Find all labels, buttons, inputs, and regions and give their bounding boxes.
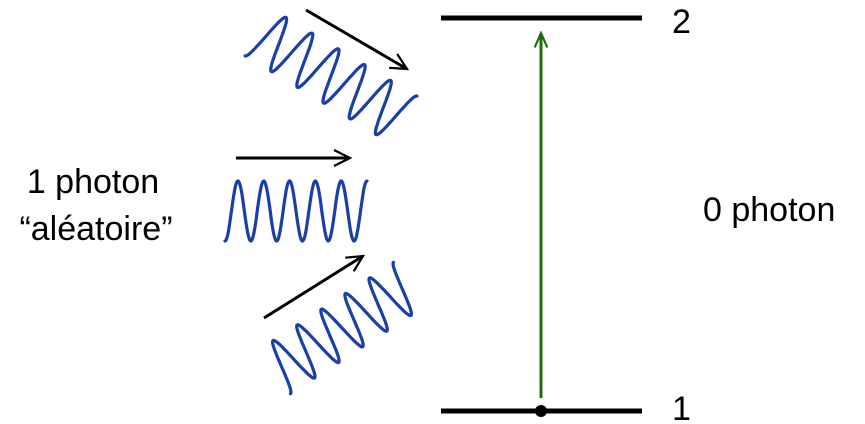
right-caption: 0 photon bbox=[703, 191, 835, 229]
upper-level-label: 2 bbox=[672, 3, 691, 41]
left-caption-line2: “aléatoire” bbox=[19, 210, 172, 248]
arrow-bottom-icon bbox=[263, 256, 363, 320]
wave-packet-middle-icon bbox=[223, 179, 369, 243]
arrow-top-icon bbox=[305, 8, 407, 71]
ground-state-dot bbox=[535, 405, 547, 417]
left-caption-line1: 1 photon bbox=[27, 163, 159, 201]
wave-packet-top-icon bbox=[243, 15, 419, 137]
lower-level-label: 1 bbox=[672, 390, 691, 424]
wave-packet-bottom-icon bbox=[270, 260, 414, 396]
